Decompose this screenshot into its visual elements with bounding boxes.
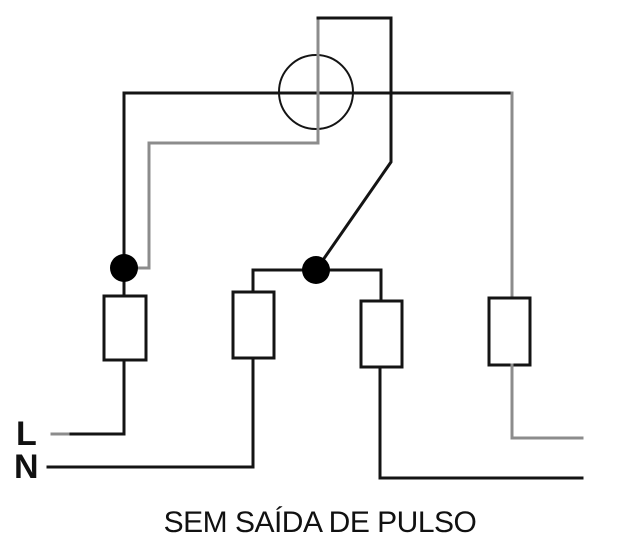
load-2-output-wire — [510, 363, 584, 440]
center-junction-node — [302, 256, 330, 284]
component-2 — [231, 290, 276, 360]
left-junction-node — [110, 254, 138, 282]
terminal-label-line: L — [16, 415, 37, 453]
l-output-wire — [64, 358, 126, 436]
component-4 — [487, 296, 532, 367]
gray-loop-wire — [125, 16, 320, 270]
component-1 — [102, 294, 148, 362]
component-3 — [359, 299, 404, 369]
top-loop-wire — [313, 16, 393, 273]
n-output-wire — [46, 356, 255, 469]
diagram-caption: SEM SAÍDA DE PULSO — [164, 506, 477, 539]
load-1-output-wire — [378, 365, 584, 480]
terminal-label-neutral: N — [14, 448, 39, 486]
